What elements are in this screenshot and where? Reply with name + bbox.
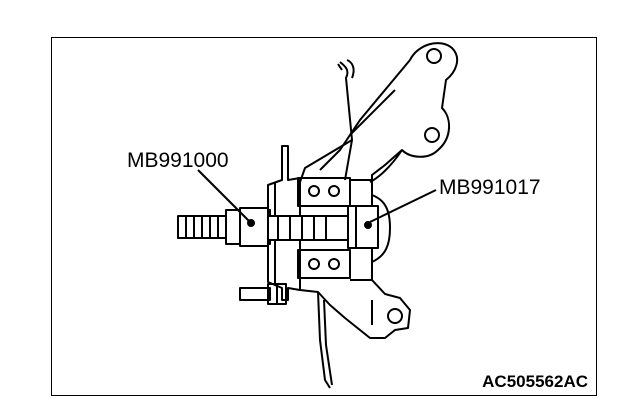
tool-label-b: MB991017 [439,176,541,199]
figure-code: AC505562AC [482,372,588,391]
figure-frame [51,37,597,396]
leader-line-a [197,169,251,223]
threaded-shaft [177,205,379,249]
leader-line-b [369,189,437,223]
tool-label-a: MB991000 [127,149,229,172]
lower-bolt [239,283,287,305]
knuckle-arm [299,42,459,195]
lower-arm [299,279,411,389]
